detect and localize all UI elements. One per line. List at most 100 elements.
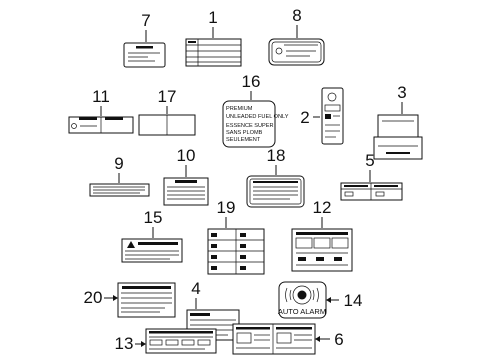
label-12-box: [331, 237, 349, 249]
fuel-label-plate: [222, 100, 276, 148]
fuel-line-essence: ESSENCE SUPER: [226, 123, 274, 129]
fuel-line-seulement: SEULEMENT: [226, 137, 261, 143]
label-5-box: [375, 191, 385, 197]
callout-19: 19: [217, 198, 236, 217]
label-5-box: [344, 191, 354, 197]
label-19-mark: [211, 266, 217, 270]
callout-2: 2: [300, 108, 309, 127]
label-11-mark: [105, 117, 123, 120]
label-19: 19: [207, 198, 265, 275]
callout-15: 15: [144, 208, 163, 227]
label-19-mark: [240, 266, 246, 270]
signal-right-icon: [312, 287, 319, 303]
label-13-header: [149, 331, 213, 334]
label-8-circle: [275, 47, 283, 55]
label-13-box: [149, 339, 163, 346]
label-2-plate: [321, 87, 344, 145]
label-7-header: [136, 46, 153, 49]
label-2-box: [324, 104, 341, 112]
label-3-mark: [386, 152, 410, 154]
callout-20: 20: [84, 288, 103, 307]
label-15: 15: [121, 208, 183, 263]
callout-6: 6: [334, 330, 343, 349]
label-19-mark: [240, 255, 246, 259]
label-12-mark: [316, 257, 324, 261]
arrow-icon: [326, 297, 331, 303]
label-7: 7: [123, 11, 166, 68]
label-3-top: [377, 114, 419, 138]
label-19-mark: [211, 244, 217, 248]
label-3-bottom: [373, 136, 423, 160]
callout-3: 3: [397, 83, 406, 102]
label-12-box: [295, 237, 313, 249]
label-19-mark: [211, 233, 217, 237]
label-3: 3: [373, 83, 423, 160]
fuel-line-sans-plomb: SANS PLOMB: [226, 130, 263, 136]
label-12-mark: [334, 257, 342, 261]
alarm-dot-icon: [297, 290, 307, 300]
alarm-circle-icon: [292, 285, 312, 305]
label-13: 13: [115, 328, 217, 354]
callout-4: 4: [191, 279, 200, 298]
label-12: 12: [291, 198, 353, 272]
fuel-line-unleaded: UNLEADED FUEL ONLY: [226, 114, 289, 120]
label-19-mark: [240, 244, 246, 248]
label-12-header: [296, 232, 348, 235]
label-6: 6: [232, 323, 344, 355]
label-5-mark: [344, 185, 368, 187]
callout-7: 7: [141, 11, 150, 30]
label-12-plate: [291, 228, 353, 272]
label-11-circle: [71, 123, 77, 129]
label-1-plate: [185, 38, 242, 67]
label-13-box: [165, 339, 179, 346]
label-18-plate: [246, 175, 305, 208]
label-20-header: [122, 286, 171, 289]
label-11-mark: [79, 117, 97, 120]
label-15-header: [138, 242, 178, 245]
callout-8: 8: [292, 6, 301, 25]
label-1: 1: [185, 8, 242, 67]
signal-left-icon: [285, 287, 292, 303]
label-13-box: [197, 339, 211, 346]
label-8: 8: [268, 6, 325, 66]
callout-10: 10: [177, 146, 196, 165]
callout-18: 18: [267, 146, 286, 165]
label-2-mark: [325, 114, 331, 119]
label-8-border: [271, 41, 322, 63]
callout-16: 16: [242, 72, 261, 91]
label-2-circle: [327, 92, 337, 102]
label-16: 16 PREMIUM UNLEADED FUEL ONLY ESSENCE SU…: [222, 72, 289, 148]
callout-17: 17: [158, 87, 177, 106]
label-19-mark: [211, 255, 217, 259]
label-6-header: [276, 327, 312, 330]
arrow-icon: [315, 336, 320, 342]
arrow-icon: [113, 295, 118, 301]
label-6-box: [236, 332, 252, 344]
arrow-icon: [141, 341, 146, 347]
label-4-header: [190, 313, 210, 316]
label-13-box: [181, 339, 195, 346]
callout-1: 1: [208, 8, 217, 27]
label-5: 5: [340, 151, 403, 201]
label-8-plate: [268, 38, 325, 66]
callout-9: 9: [114, 154, 123, 173]
label-10-header: [175, 180, 197, 183]
label-5-mark: [374, 185, 398, 187]
callout-13: 13: [115, 334, 134, 353]
callout-12: 12: [313, 198, 332, 217]
label-9: 9: [89, 154, 150, 197]
label-18-header: [253, 181, 298, 183]
label-10: 10: [163, 146, 209, 206]
label-12-box: [313, 237, 331, 249]
label-20: 20: [84, 282, 176, 318]
label-1-mark: [188, 41, 196, 43]
label-6-header: [236, 327, 270, 330]
label-12-mark: [298, 257, 306, 261]
alarm-label-text: AUTO ALARM: [278, 307, 326, 316]
callout-14: 14: [344, 291, 363, 310]
label-18-border: [249, 178, 302, 205]
label-11: 11: [68, 87, 134, 134]
callout-5: 5: [365, 151, 374, 170]
callout-11: 11: [92, 87, 110, 106]
